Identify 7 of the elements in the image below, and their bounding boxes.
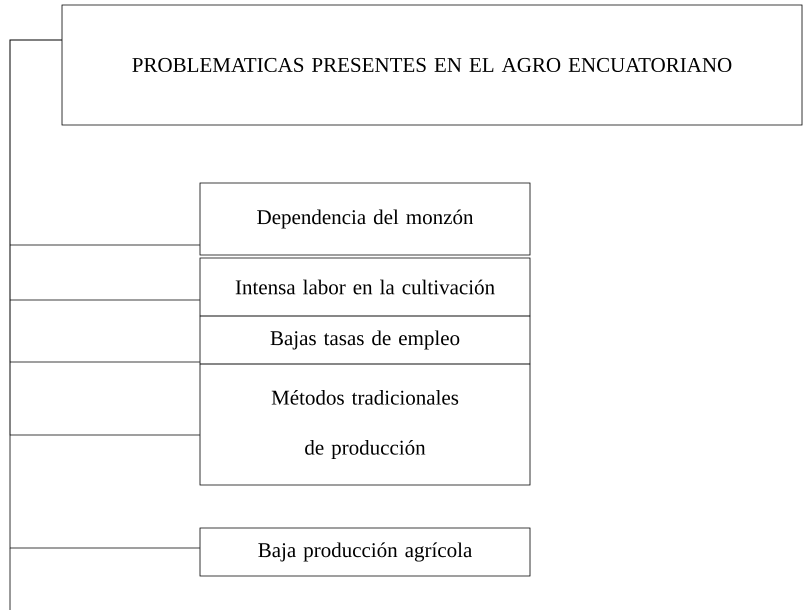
problem-box: Baja producción agrícola [200, 528, 530, 576]
connector-line [10, 40, 200, 548]
title-box: PROBLEMATICAS PRESENTES EN EL AGRO ENCUATORIANO [62, 4, 802, 126]
problem-box: Bajas tasas de empleo [200, 316, 530, 364]
problem-box: Intensa labor en la cultivación [200, 258, 530, 316]
problem-box: Dependencia del monzón [200, 182, 530, 256]
problem-box: Métodos tradicionales de producción [200, 364, 530, 486]
